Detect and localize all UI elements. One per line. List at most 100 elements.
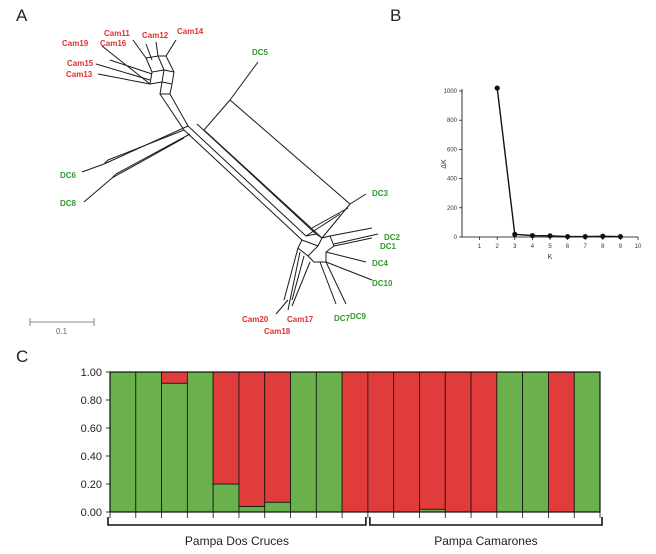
tip-label-cam16: Cam16: [100, 39, 127, 48]
network-edge: [83, 177, 113, 203]
network-edge: [132, 39, 147, 59]
network-edge: [183, 129, 303, 241]
network-edge: [291, 255, 305, 301]
y-tick-label: 0: [454, 235, 458, 241]
y-tick-label: 600: [447, 147, 458, 153]
x-tick-label: 7: [584, 244, 588, 250]
network-edge: [149, 81, 163, 85]
network-edge: [159, 93, 185, 131]
network-edge: [155, 41, 159, 57]
structure-bar-segment: [161, 382, 188, 513]
tip-label-cam11: Cam11: [104, 29, 130, 38]
delta-k-point: [494, 85, 500, 91]
delta-k-point: [512, 231, 518, 237]
plot-frame: [109, 371, 601, 513]
structure-bar-segment: [393, 371, 420, 513]
x-tick-label: 1: [478, 244, 482, 250]
y-tick-label: 0.20: [81, 479, 102, 491]
panel-label-b: B: [390, 6, 402, 25]
x-axis-label: K: [548, 254, 553, 261]
tip-label-dc10: DC10: [372, 279, 393, 288]
tip-label-dc3: DC3: [372, 189, 389, 198]
network-edge: [203, 129, 323, 239]
x-tick-label: 2: [496, 244, 500, 250]
structure-bar-segment: [419, 371, 446, 510]
delta-k-point: [617, 233, 624, 240]
network-edge: [325, 261, 373, 281]
tip-label-cam20: Cam20: [242, 315, 269, 324]
network-edge: [349, 193, 367, 205]
y-tick-label: 1000: [444, 89, 458, 95]
network-edge: [165, 39, 177, 57]
network-edge: [305, 233, 323, 247]
group-label: Pampa Dos Cruces: [185, 534, 289, 548]
structure-bar-segment: [135, 371, 162, 513]
structure-bar-segment: [573, 371, 601, 513]
network-edge: [291, 261, 311, 307]
network-edge: [115, 133, 191, 175]
network-edge: [97, 73, 151, 85]
structure-bar-segment: [161, 371, 188, 384]
y-tick-label: 0.00: [81, 507, 102, 519]
network-edge: [203, 99, 231, 131]
x-tick-label: 4: [531, 244, 535, 250]
x-tick-label: 3: [513, 244, 517, 250]
delta-k-line: [496, 87, 621, 238]
network-edge: [319, 261, 337, 305]
network-edge: [275, 299, 289, 315]
tip-label-cam12: Cam12: [142, 31, 169, 40]
delta-k-point: [582, 233, 588, 240]
y-tick-label: 200: [447, 206, 458, 212]
structure-bar-segment: [264, 501, 291, 513]
delta-k-point: [529, 232, 536, 239]
x-tick-label: 8: [601, 244, 605, 250]
tip-label-cam18: Cam18: [264, 327, 291, 336]
network-edge: [81, 163, 105, 173]
network-edge: [149, 69, 165, 85]
structure-bar-segment: [341, 371, 369, 513]
tip-label-cam14: Cam14: [177, 27, 204, 36]
network-edge: [229, 99, 351, 205]
network-edge: [329, 227, 373, 237]
y-tick-label: 0.40: [81, 451, 102, 463]
structure-bar-segment: [522, 371, 549, 513]
tip-label-dc6: DC6: [60, 171, 77, 180]
network-edge: [169, 93, 189, 127]
delta-k-point: [600, 233, 606, 239]
structure-bar-segment: [109, 371, 137, 513]
structure-bar-segment: [470, 371, 498, 513]
tip-label-dc8: DC8: [60, 199, 77, 208]
x-tick-label: 10: [635, 244, 642, 250]
network-edge: [95, 63, 151, 81]
tip-label-cam15: Cam15: [67, 59, 94, 68]
y-axis-label: ΔK: [441, 159, 448, 169]
network-edge: [111, 137, 185, 179]
panel-label-c: C: [16, 347, 29, 366]
tip-label-dc7: DC7: [334, 314, 351, 323]
group-bracket: [369, 517, 603, 526]
structure-bar-segment: [496, 371, 524, 513]
network-edge: [145, 55, 165, 73]
structure-bar-segment: [238, 505, 266, 513]
network-edge: [109, 59, 153, 75]
tip-label-dc4: DC4: [372, 259, 389, 268]
network-edge: [311, 207, 349, 229]
structure-bar-segment: [186, 371, 214, 513]
x-tick-label: 9: [619, 244, 623, 250]
structure-bar-segment: [212, 483, 240, 513]
panel-label-a: A: [16, 6, 28, 25]
network-edge: [111, 173, 117, 179]
group-bracket: [107, 517, 367, 526]
delta-k-point: [547, 233, 553, 239]
structure-bar-segment: [367, 371, 395, 513]
tip-label-dc9: DC9: [350, 312, 367, 321]
structure-bar-segment: [264, 371, 291, 503]
network-edge: [187, 125, 307, 237]
network-edge: [229, 61, 259, 101]
network-edge: [333, 233, 379, 245]
structure-bar-segment: [548, 371, 575, 513]
y-tick-label: 1.00: [81, 367, 102, 379]
y-tick-label: 400: [447, 177, 458, 183]
